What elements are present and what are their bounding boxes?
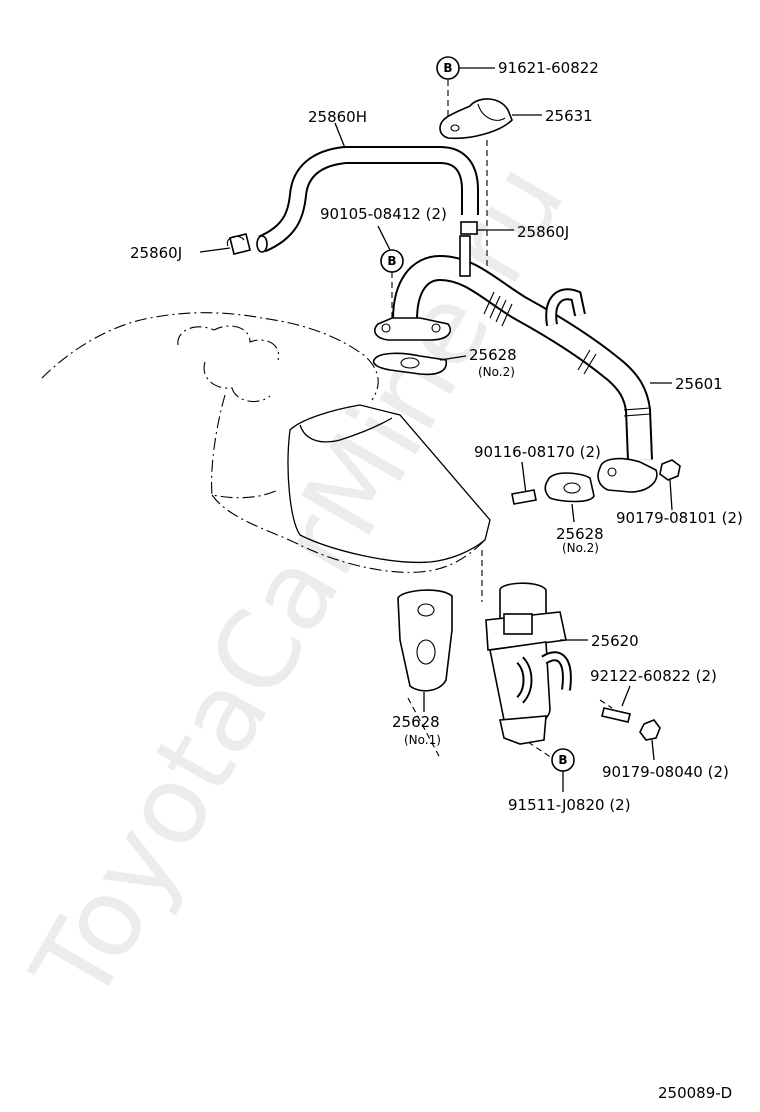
clip-right-25860j: 25860J: [460, 221, 569, 241]
assembly-lines: [391, 80, 613, 759]
svg-text:(No.2): (No.2): [562, 541, 599, 555]
svg-text:(No.2): (No.2): [478, 365, 515, 379]
manifold-block: [287, 404, 491, 564]
hose-25860h: 25860H: [256, 108, 479, 253]
part-label-25628-no2-top: 25628: [469, 346, 517, 364]
part-label-90105-08412: 90105-08412 (2): [320, 205, 447, 223]
part-label-25628-no1: 25628: [392, 713, 440, 731]
part-label-92122-60822: 92122-60822 (2): [590, 667, 717, 685]
part-label-90179-08040: 90179-08040 (2): [602, 763, 729, 781]
watermark-text: ToyotaCarMine.ru: [9, 143, 589, 1023]
egr-valve-25620: 25620: [485, 582, 639, 745]
part-label-25860h: 25860H: [308, 108, 367, 126]
part-label-25860j-right: 25860J: [517, 223, 569, 241]
engine-outline: [41, 312, 486, 573]
nut-90179-08101: 90179-08101 (2): [616, 459, 743, 527]
bolt-callout-top: B 91621-60822: [436, 56, 599, 80]
diagram-code: 250089-D: [658, 1084, 732, 1102]
bolt-callout-90105: 90105-08412 (2) B: [320, 205, 447, 273]
part-label-25631: 25631: [545, 107, 593, 125]
svg-text:B: B: [558, 753, 567, 767]
stud-90116: 90116-08170 (2): [474, 443, 601, 505]
stud-92122: 92122-60822 (2): [590, 667, 717, 723]
part-label-25860j-left: 25860J: [130, 244, 182, 262]
part-label-90116-08170: 90116-08170 (2): [474, 443, 601, 461]
svg-text:B: B: [443, 61, 452, 75]
svg-text:B: B: [387, 254, 396, 268]
egr-pipe-25601: 25601: [374, 235, 723, 493]
gasket-no2-top: 25628 (No.2): [372, 346, 517, 379]
gasket-no1: 25628 (No.1): [392, 589, 453, 747]
part-label-25620: 25620: [591, 632, 639, 650]
part-label-91621-60822: 91621-60822: [498, 59, 599, 77]
svg-text:(No.1): (No.1): [404, 733, 441, 747]
part-label-25601: 25601: [675, 375, 723, 393]
bolt-callout-91511: B 91511-J0820 (2): [508, 748, 631, 814]
clip-left-25860j: 25860J: [130, 233, 251, 262]
part-label-90179-08101: 90179-08101 (2): [616, 509, 743, 527]
clamp-25631: 25631: [439, 98, 593, 140]
nut-90179-08040: 90179-08040 (2): [602, 719, 729, 781]
part-label-25628-no2-mid: 25628: [556, 525, 604, 543]
part-label-91511-j0820: 91511-J0820 (2): [508, 796, 631, 814]
gasket-no2-mid: 25628 (No.2): [544, 472, 604, 555]
